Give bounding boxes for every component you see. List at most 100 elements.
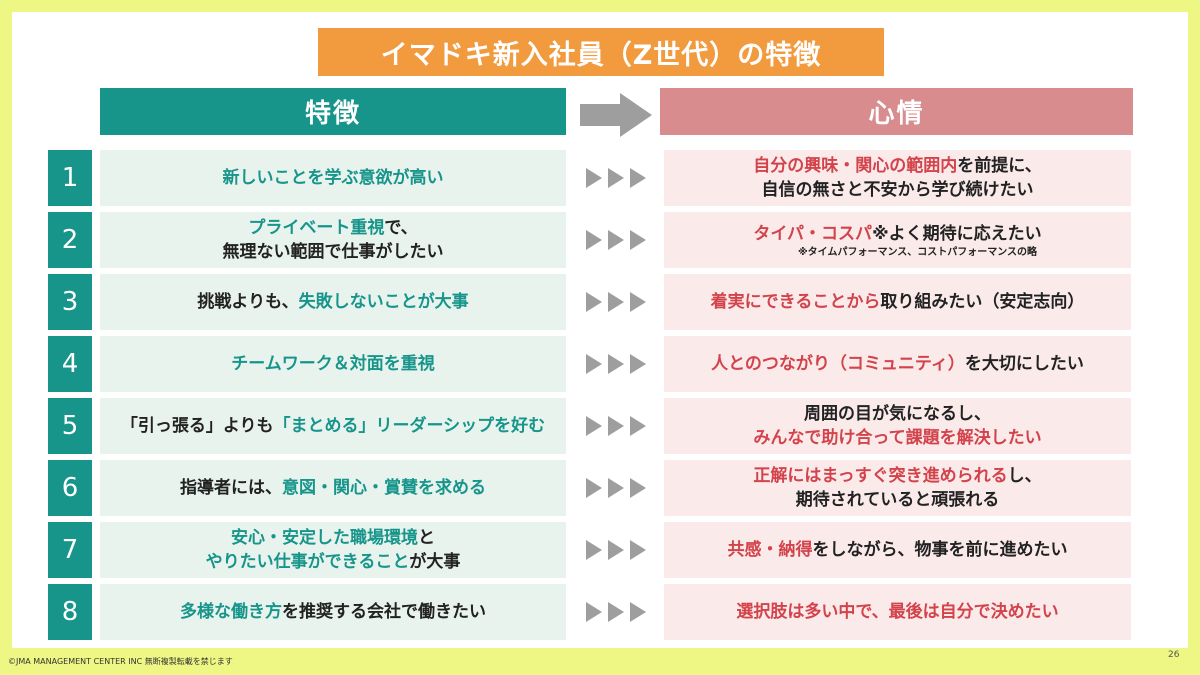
emotion-line: 自分の興味・関心の範囲内を前提に、 — [753, 154, 1042, 178]
emotion-text: 正解にはまっすぐ突き進められる — [753, 466, 1008, 486]
feature-cell: チームワーク＆対面を重視 — [100, 336, 566, 392]
triple-triangle-icon — [586, 602, 646, 622]
emotion-text: 期待されていると頑張れる — [795, 490, 1000, 510]
emotion-text: 着実にできることから — [710, 292, 881, 312]
feature-text: 「引っ張る」よりも — [120, 416, 274, 436]
emotion-cell: 人とのつながり（コミュニティ）を大切にしたい — [664, 336, 1131, 392]
feature-line: 安心・安定した職場環境と — [231, 526, 435, 550]
feature-text: 意図・関心・賞賛を求める — [282, 478, 486, 498]
row-number: 7 — [48, 522, 92, 578]
emotion-cell: 正解にはまっすぐ突き進められるし、期待されていると頑張れる — [664, 460, 1131, 516]
emotion-cell: 自分の興味・関心の範囲内を前提に、自信の無さと不安から学び続けたい — [664, 150, 1131, 206]
emotion-line: 自信の無さと不安から学び続けたい — [762, 178, 1034, 202]
slide-title: イマドキ新入社員（Z世代）の特徴 — [318, 28, 884, 76]
triple-triangle-icon — [586, 230, 646, 250]
emotion-cell: 着実にできることから取り組みたい（安定志向） — [664, 274, 1131, 330]
emotion-line: 着実にできることから取り組みたい（安定志向） — [711, 290, 1085, 314]
emotion-cell: 周囲の目が気になるし、みんなで助け合って課題を解決したい — [664, 398, 1131, 454]
feature-line: 「引っ張る」よりも「まとめる」リーダーシップを好む — [121, 414, 545, 438]
emotion-text: 取り組みたい（安定志向） — [880, 292, 1085, 312]
feature-cell: 「引っ張る」よりも「まとめる」リーダーシップを好む — [100, 398, 566, 454]
emotion-line: みんなで助け合って課題を解決したい — [753, 426, 1041, 450]
triple-triangle-icon — [586, 540, 646, 560]
row-number: 8 — [48, 584, 92, 640]
emotion-line: 正解にはまっすぐ突き進められるし、 — [753, 464, 1041, 488]
feature-line: やりたい仕事ができることが大事 — [206, 550, 461, 574]
feature-text: 「まとめる」リーダーシップを好む — [273, 416, 546, 436]
row-number: 5 — [48, 398, 92, 454]
feature-cell: 新しいことを学ぶ意欲が高い — [100, 150, 566, 206]
feature-cell: プライベート重視で、無理ない範囲で仕事がしたい — [100, 212, 566, 268]
feature-text: で、 — [384, 218, 418, 238]
emotion-cell: タイパ・コスパ※よく期待に応えたい※タイムパフォーマンス、コストパフォーマンスの… — [664, 212, 1131, 268]
row-number: 4 — [48, 336, 92, 392]
emotion-text: みんなで助け合って課題を解決したい — [753, 428, 1042, 448]
triple-triangle-icon — [586, 478, 646, 498]
emotion-text: 周囲の目が気になるし、 — [804, 404, 991, 424]
emotion-text: し、 — [1007, 466, 1042, 486]
feature-text: チームワーク＆対面を重視 — [231, 354, 435, 374]
feature-line: 無理ない範囲で仕事がしたい — [223, 240, 444, 264]
feature-cell: 指導者には、意図・関心・賞賛を求める — [100, 460, 566, 516]
emotion-text: 選択肢は多い中で、最後は自分で決めたい — [736, 602, 1059, 622]
feature-line: チームワーク＆対面を重視 — [231, 352, 435, 376]
feature-text: 安心・安定した職場環境 — [231, 528, 418, 548]
emotion-text: をしながら、物事を前に進めたい — [812, 540, 1068, 560]
triple-triangle-icon — [586, 416, 646, 436]
emotion-text: ※よく期待に応えたい — [872, 223, 1042, 244]
emotion-note: ※タイムパフォーマンス、コストパフォーマンスの略 — [797, 246, 1038, 258]
table-row: 6 指導者には、意図・関心・賞賛を求める 正解にはまっすぐ突き進められるし、期待され… — [0, 460, 1176, 516]
feature-line: 多様な働き方を推奨する会社で働きたい — [180, 600, 486, 624]
feature-cell: 安心・安定した職場環境とやりたい仕事ができることが大事 — [100, 522, 566, 578]
feature-text: 失敗しないことが大事 — [298, 292, 469, 312]
feature-text: 指導者には、 — [180, 478, 282, 498]
feature-line: 新しいことを学ぶ意欲が高い — [223, 166, 444, 190]
copyright-text: ©JMA MANAGEMENT CENTER INC 無断複製転載を禁じます — [8, 657, 233, 666]
row-number: 6 — [48, 460, 92, 516]
feature-text: 挑戦よりも、 — [197, 292, 299, 312]
triple-triangle-icon — [586, 354, 646, 374]
feature-line: プライベート重視で、 — [248, 216, 417, 240]
emotion-cell: 選択肢は多い中で、最後は自分で決めたい — [664, 584, 1131, 640]
feature-text: プライベート重視 — [248, 218, 385, 238]
emotion-line: 共感・納得をしながら、物事を前に進めたい — [728, 538, 1068, 562]
row-number: 2 — [48, 212, 92, 268]
emotion-line: 期待されていると頑張れる — [796, 488, 1000, 512]
emotion-text: 共感・納得 — [727, 540, 813, 560]
emotion-cell: 共感・納得をしながら、物事を前に進めたい — [664, 522, 1131, 578]
emotion-text: 自分の興味・関心の範囲内 — [753, 156, 958, 176]
table-row: 4 チームワーク＆対面を重視 人とのつながり（コミュニティ）を大切にしたい — [0, 336, 1176, 392]
emotion-line: 周囲の目が気になるし、 — [804, 402, 991, 426]
feature-text: と — [418, 528, 435, 548]
emotion-line: 選択肢は多い中で、最後は自分で決めたい — [736, 600, 1058, 624]
table-row: 3 挑戦よりも、失敗しないことが大事 着実にできることから取り組みたい（安定志向） — [0, 274, 1176, 330]
table-row: 5 「引っ張る」よりも「まとめる」リーダーシップを好む 周囲の目が気になるし、みんな… — [0, 398, 1176, 454]
feature-text: 新しいことを学ぶ意欲が高い — [222, 168, 444, 188]
triple-triangle-icon — [586, 292, 646, 312]
right-arrow-icon — [580, 93, 652, 137]
emotion-text: 人とのつながり（コミュニティ） — [711, 354, 965, 374]
emotion-text: タイパ・コスパ — [753, 223, 873, 244]
feature-text: を推奨する会社で働きたい — [282, 602, 486, 622]
triple-triangle-icon — [586, 168, 646, 188]
table-row: 8 多様な働き方を推奨する会社で働きたい 選択肢は多い中で、最後は自分で決めたい — [0, 584, 1176, 640]
row-number: 3 — [48, 274, 92, 330]
feature-line: 指導者には、意図・関心・賞賛を求める — [180, 476, 486, 500]
feature-cell: 多様な働き方を推奨する会社で働きたい — [100, 584, 566, 640]
row-number: 1 — [48, 150, 92, 206]
feature-line: 挑戦よりも、失敗しないことが大事 — [197, 290, 468, 314]
feature-text: が大事 — [409, 552, 461, 572]
emotion-text: を前提に、 — [957, 156, 1042, 176]
emotion-text: 自信の無さと不安から学び続けたい — [761, 180, 1034, 200]
feature-cell: 挑戦よりも、失敗しないことが大事 — [100, 274, 566, 330]
emotion-line: タイパ・コスパ※よく期待に応えたい — [753, 222, 1041, 246]
feature-text: 無理ない範囲で仕事がしたい — [222, 242, 444, 262]
feature-text: やりたい仕事ができること — [205, 552, 410, 572]
page-number: 26 — [1168, 650, 1180, 660]
feature-text: 多様な働き方 — [180, 602, 282, 622]
emotion-text: を大切にしたい — [964, 354, 1084, 374]
header-emotions: 心情 — [660, 88, 1133, 135]
